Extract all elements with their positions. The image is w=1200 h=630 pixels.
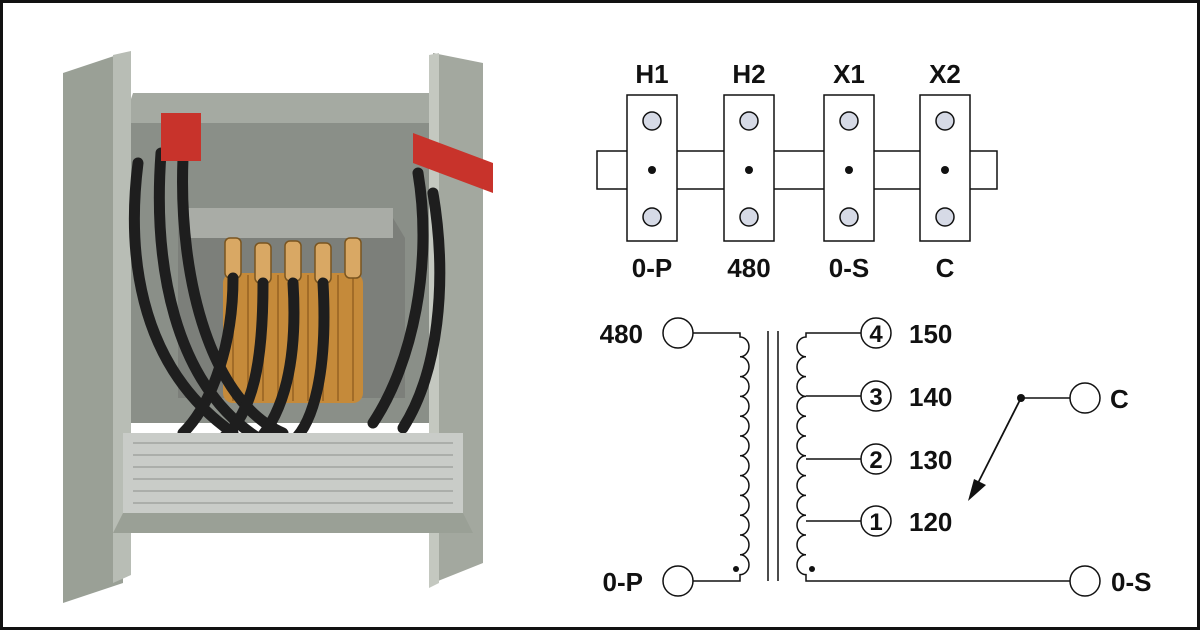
tap-number: 1 — [869, 509, 882, 536]
top-shelf — [123, 93, 453, 123]
left-side-panel — [63, 53, 123, 603]
terminal-h1 — [626, 94, 678, 242]
terminal-h2 — [723, 94, 775, 242]
tap-marker — [860, 443, 892, 475]
primary-0p-terminal — [662, 565, 694, 597]
common-terminal — [1069, 382, 1101, 414]
terminal-board: H1 H2 X1 X2 0-P 480 0-S C — [596, 59, 998, 283]
terminal-label-x2: X2 — [929, 59, 961, 89]
primary-480-terminal — [662, 317, 694, 349]
tap-2: 2 130 — [860, 443, 952, 475]
tap-3: 3 140 — [860, 380, 952, 412]
terminal-connection-0p: 0-P — [632, 253, 672, 283]
tap-number: 3 — [869, 384, 882, 411]
tap-1: 1 120 — [860, 505, 952, 537]
mesh-shelf — [123, 433, 463, 513]
tap-voltage: 130 — [909, 445, 952, 475]
right-terminal-block — [413, 133, 493, 193]
terminal-x2 — [919, 94, 971, 242]
screw-icon — [739, 207, 759, 227]
polarity-dot — [941, 166, 949, 174]
coil-lugs — [224, 237, 362, 284]
tap-voltage: 150 — [909, 319, 952, 349]
terminal-label-x1: X1 — [833, 59, 865, 89]
polarity-dot — [745, 166, 753, 174]
tap-number: 2 — [869, 447, 882, 474]
screw-icon — [839, 111, 859, 131]
left-terminal-block — [161, 113, 201, 161]
tap-marker — [860, 380, 892, 412]
polarity-dot — [845, 166, 853, 174]
polarity-dot — [648, 166, 656, 174]
tap-selector-arm — [977, 397, 1022, 484]
bottom-rail — [113, 513, 473, 533]
primary-0p-label: 0-P — [603, 567, 643, 597]
transformer-schematic: 480 0-P 0-S 4 150 3 — [600, 317, 1151, 597]
tap-number: 4 — [869, 321, 883, 348]
terminal-connection-c: C — [936, 253, 955, 283]
screw-icon — [642, 207, 662, 227]
primary-polarity-dot — [733, 566, 739, 572]
arrow-icon — [968, 479, 986, 501]
terminal-label-h1: H1 — [635, 59, 668, 89]
screw-icon — [935, 111, 955, 131]
screw-icon — [642, 111, 662, 131]
secondary-winding — [796, 332, 1071, 582]
tap-voltage: 140 — [909, 382, 952, 412]
tap-marker — [860, 505, 892, 537]
tap-marker — [860, 317, 892, 349]
transformer-photo — [63, 51, 493, 603]
tap-4: 4 150 — [860, 317, 952, 349]
terminal-label-h2: H2 — [732, 59, 765, 89]
screw-icon — [739, 111, 759, 131]
screw-icon — [935, 207, 955, 227]
wiring-diagram: H1 H2 X1 X2 0-P 480 0-S C 480 0-P — [596, 59, 1151, 597]
primary-winding — [693, 332, 750, 582]
common-label: C — [1110, 384, 1129, 414]
core-top-yoke — [183, 208, 393, 238]
cables — [128, 147, 446, 447]
terminal-x1 — [823, 94, 875, 242]
mesh-pattern — [133, 442, 453, 504]
secondary-0s-label: 0-S — [1111, 567, 1151, 597]
secondary-polarity-dot — [809, 566, 815, 572]
terminal-connection-480: 480 — [727, 253, 770, 283]
tap-voltage: 120 — [909, 507, 952, 537]
secondary-0s-terminal — [1069, 565, 1101, 597]
primary-480-label: 480 — [600, 319, 643, 349]
terminal-connection-0s: 0-S — [829, 253, 869, 283]
screw-icon — [839, 207, 859, 227]
